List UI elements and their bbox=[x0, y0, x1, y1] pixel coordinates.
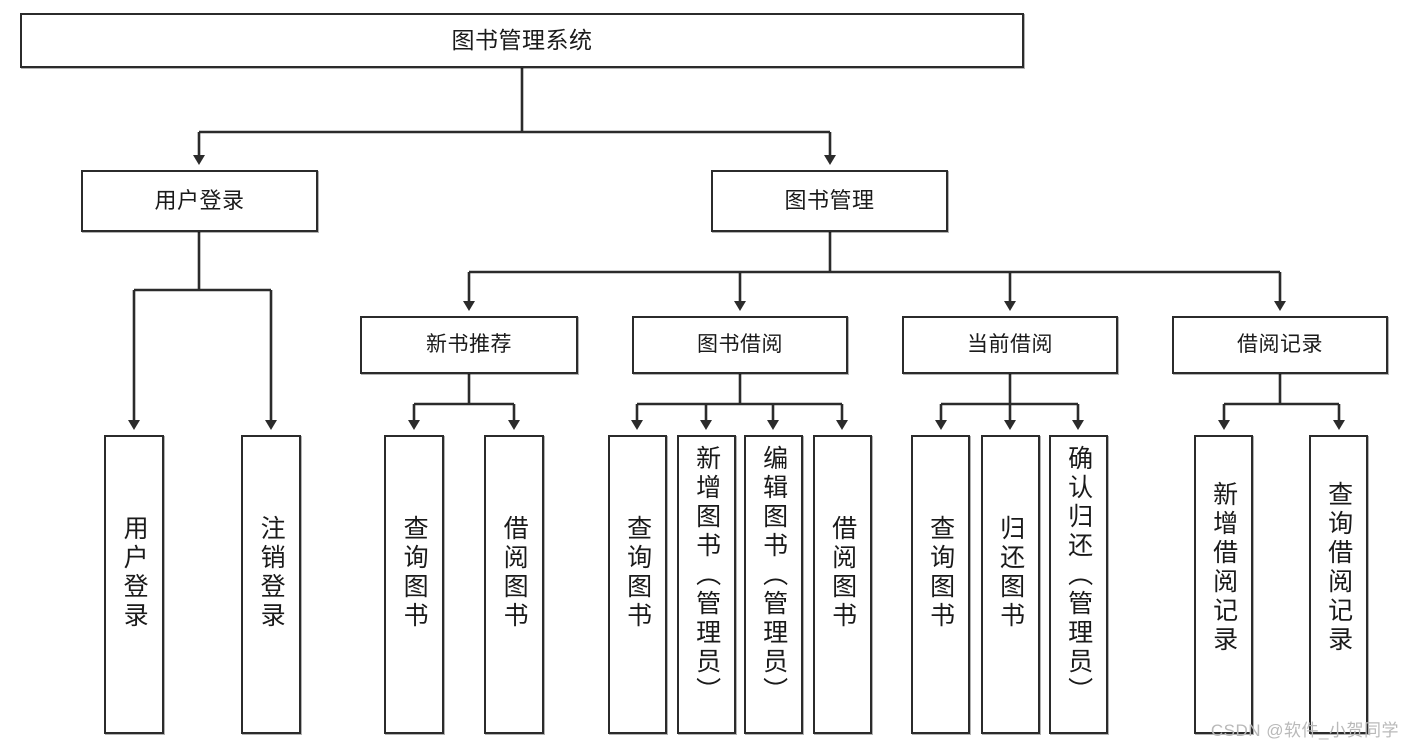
leaf-query-book-3-label: 查询图书 bbox=[926, 515, 955, 631]
leaf-user-login-label: 用户登录 bbox=[120, 515, 149, 631]
node-book-borrow[interactable]: 图书借阅 bbox=[632, 316, 848, 374]
leaf-add-book-label: 新增图书（管理员） bbox=[692, 445, 721, 706]
leaf-return-book[interactable]: 归还图书 bbox=[981, 435, 1040, 734]
leaf-query-record[interactable]: 查询借阅记录 bbox=[1309, 435, 1368, 734]
leaf-edit-book-label: 编辑图书（管理员） bbox=[759, 445, 788, 706]
leaf-query-book-2-label: 查询图书 bbox=[623, 515, 652, 631]
leaf-confirm-return[interactable]: 确认归还（管理员） bbox=[1049, 435, 1108, 734]
node-borrow-record-label: 借阅记录 bbox=[1237, 332, 1323, 356]
leaf-query-record-label: 查询借阅记录 bbox=[1324, 481, 1353, 655]
node-user-login-label: 用户登录 bbox=[154, 188, 245, 214]
watermark-text: CSDN @软件_小贺同学 bbox=[1210, 721, 1399, 740]
leaf-user-login[interactable]: 用户登录 bbox=[104, 435, 164, 734]
leaf-logout-label: 注销登录 bbox=[257, 515, 286, 631]
node-root-label: 图书管理系统 bbox=[451, 26, 593, 53]
leaf-add-record[interactable]: 新增借阅记录 bbox=[1194, 435, 1253, 734]
leaf-borrow-book-2[interactable]: 借阅图书 bbox=[813, 435, 872, 734]
leaf-borrow-book-1[interactable]: 借阅图书 bbox=[484, 435, 544, 734]
node-current-borrow[interactable]: 当前借阅 bbox=[902, 316, 1118, 374]
node-current-borrow-label: 当前借阅 bbox=[967, 332, 1053, 356]
leaf-add-record-label: 新增借阅记录 bbox=[1209, 481, 1238, 655]
node-book-manage-label: 图书管理 bbox=[784, 188, 875, 214]
leaf-borrow-book-2-label: 借阅图书 bbox=[828, 515, 857, 631]
node-borrow-record[interactable]: 借阅记录 bbox=[1172, 316, 1388, 374]
leaf-query-book-3[interactable]: 查询图书 bbox=[911, 435, 970, 734]
leaf-return-book-label: 归还图书 bbox=[996, 515, 1025, 631]
leaf-query-book-1-label: 查询图书 bbox=[400, 515, 429, 631]
node-new-book-recommend-label: 新书推荐 bbox=[426, 332, 512, 356]
node-book-borrow-label: 图书借阅 bbox=[697, 332, 783, 356]
leaf-logout[interactable]: 注销登录 bbox=[241, 435, 301, 734]
leaf-edit-book[interactable]: 编辑图书（管理员） bbox=[744, 435, 803, 734]
leaf-confirm-return-label: 确认归还（管理员） bbox=[1064, 445, 1093, 706]
leaf-query-book-2[interactable]: 查询图书 bbox=[608, 435, 667, 734]
leaf-add-book[interactable]: 新增图书（管理员） bbox=[677, 435, 736, 734]
leaf-borrow-book-1-label: 借阅图书 bbox=[500, 515, 529, 631]
node-new-book-recommend[interactable]: 新书推荐 bbox=[360, 316, 578, 374]
node-book-manage[interactable]: 图书管理 bbox=[711, 170, 948, 232]
node-user-login[interactable]: 用户登录 bbox=[81, 170, 318, 232]
leaf-query-book-1[interactable]: 查询图书 bbox=[384, 435, 444, 734]
node-root[interactable]: 图书管理系统 bbox=[20, 13, 1024, 68]
